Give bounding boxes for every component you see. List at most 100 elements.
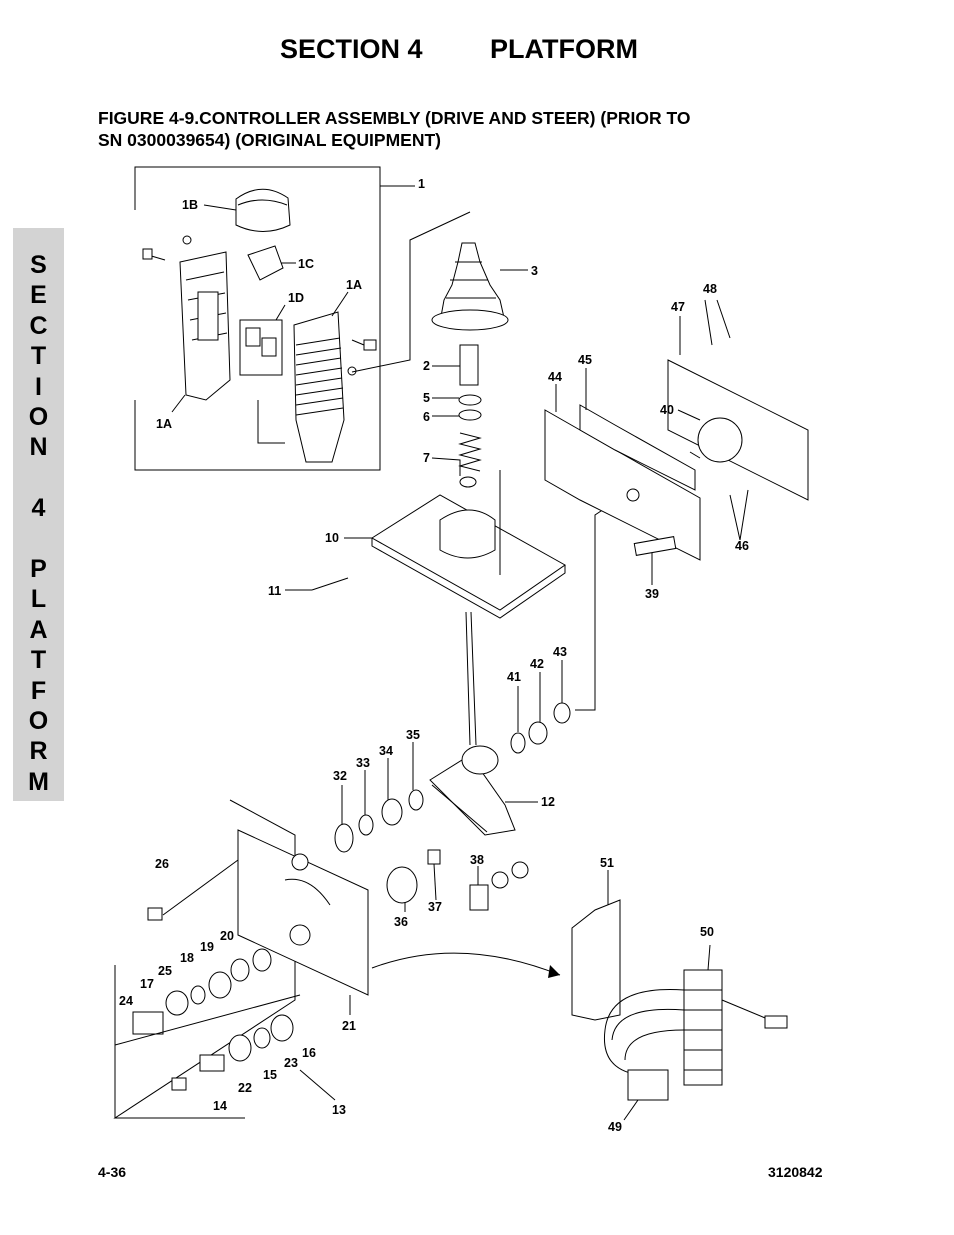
callout-43: 43 xyxy=(553,645,567,659)
washer-part xyxy=(408,789,424,811)
callout-33: 33 xyxy=(356,756,370,770)
pin-part xyxy=(633,536,677,556)
bushing-part xyxy=(459,344,479,386)
callout-13: 13 xyxy=(332,1103,346,1117)
callout-49: 49 xyxy=(608,1120,622,1134)
side-tab-letter: L xyxy=(30,585,47,614)
side-tab-letter: A xyxy=(29,615,48,644)
figure-title: FIGURE 4-9.CONTROLLER ASSEMBLY (DRIVE AN… xyxy=(98,107,798,151)
callout-35: 35 xyxy=(406,728,420,742)
terminal-bracket-part xyxy=(571,870,621,1021)
assembly-arrow xyxy=(371,952,561,976)
callout-45: 45 xyxy=(578,353,592,367)
grip-part xyxy=(293,311,345,463)
callout-1: 1 xyxy=(418,177,425,191)
callout-1b: 1B xyxy=(182,198,198,212)
side-tab-letter: F xyxy=(30,676,47,705)
side-tab-letter: N xyxy=(29,433,48,462)
document-number: 3120842 xyxy=(768,1164,823,1180)
callout-2: 2 xyxy=(423,359,430,373)
handle-screw xyxy=(142,235,377,376)
section-number: SECTION 4 xyxy=(280,34,423,64)
figure-title-line-1: FIGURE 4-9.CONTROLLER ASSEMBLY (DRIVE AN… xyxy=(98,108,691,128)
switch-block-part xyxy=(469,884,489,911)
retaining-ring-part xyxy=(553,702,571,724)
washer-part xyxy=(458,409,482,421)
callout-11: 11 xyxy=(268,584,281,598)
callout-16: 16 xyxy=(302,1046,316,1060)
callout-32: 32 xyxy=(333,769,347,783)
callout-1d: 1D xyxy=(288,291,304,305)
callout-1a-bottom: 1A xyxy=(156,417,172,431)
callout-26: 26 xyxy=(155,857,169,871)
side-tab-letter: T xyxy=(30,646,47,675)
callout-7: 7 xyxy=(423,451,430,465)
screw-part xyxy=(147,907,163,921)
callout-19: 19 xyxy=(200,940,214,954)
lower-assembly-box xyxy=(113,799,296,1119)
spring-part xyxy=(458,432,482,488)
callout-5: 5 xyxy=(423,391,430,405)
callout-47: 47 xyxy=(671,300,685,314)
callout-17: 17 xyxy=(140,977,154,991)
gear-part xyxy=(386,866,418,904)
bushing-part xyxy=(381,798,403,826)
connector-part xyxy=(627,1069,669,1101)
spring-clip-part xyxy=(334,823,354,853)
side-tab-letter: O xyxy=(28,707,49,735)
side-tab-letter: P xyxy=(30,555,47,583)
figure-title-line-2: SN 0300039654) (ORIGINAL EQUIPMENT) xyxy=(98,130,441,150)
callout-10: 10 xyxy=(325,531,339,545)
callout-34: 34 xyxy=(379,744,393,758)
side-tab-letter: C xyxy=(29,311,48,340)
washer-part xyxy=(358,814,374,836)
mounting-plate-part xyxy=(371,470,566,619)
page-number: 4-36 xyxy=(98,1164,127,1180)
callout-21: 21 xyxy=(342,1019,356,1033)
callout-20: 20 xyxy=(220,929,234,943)
callout-50: 50 xyxy=(700,925,714,939)
callout-24: 24 xyxy=(119,994,133,1008)
control-plate-part xyxy=(237,829,369,996)
handle-assembly-box xyxy=(134,166,415,471)
callout-38: 38 xyxy=(470,853,484,867)
washer-part xyxy=(510,732,526,754)
retaining-ring-part xyxy=(458,394,482,406)
terminal-block-part xyxy=(683,969,723,1086)
callout-44: 44 xyxy=(548,370,562,384)
hardware-stack xyxy=(132,948,294,1091)
bushing-part xyxy=(528,721,548,745)
wire-harness-part xyxy=(603,989,685,1076)
callout-1c: 1C xyxy=(298,257,314,271)
callout-42: 42 xyxy=(530,657,544,671)
callout-18: 18 xyxy=(180,951,194,965)
callout-41: 41 xyxy=(507,670,521,684)
callout-15: 15 xyxy=(263,1068,277,1082)
boot-part xyxy=(431,242,509,331)
callout-12: 12 xyxy=(541,795,555,809)
callout-25: 25 xyxy=(158,964,172,978)
callout-1a-top: 1A xyxy=(346,278,362,292)
callout-22: 22 xyxy=(238,1081,252,1095)
terminal-screw-part xyxy=(764,1015,788,1029)
bracket-small-part xyxy=(427,849,441,865)
side-tab-letter: 4 xyxy=(31,494,46,523)
side-tab-letter: I xyxy=(35,372,42,401)
side-tab-letter: E xyxy=(30,281,47,310)
bracket-part xyxy=(544,404,701,561)
callout-48: 48 xyxy=(703,282,717,296)
shaft-sector-part xyxy=(429,611,516,836)
side-tab-letter: O xyxy=(28,403,49,431)
callout-36: 36 xyxy=(394,915,408,929)
side-tab-letter: S xyxy=(30,251,47,279)
callout-46: 46 xyxy=(735,539,749,553)
callout-40: 40 xyxy=(660,403,674,417)
clip-part xyxy=(247,245,284,281)
callout-23: 23 xyxy=(284,1056,298,1070)
knob-part xyxy=(235,188,291,232)
callout-3: 3 xyxy=(531,264,538,278)
page-header: SECTION 4 PLATFORM xyxy=(0,34,954,70)
switch-part xyxy=(239,319,283,376)
handle-half-part xyxy=(179,251,231,401)
